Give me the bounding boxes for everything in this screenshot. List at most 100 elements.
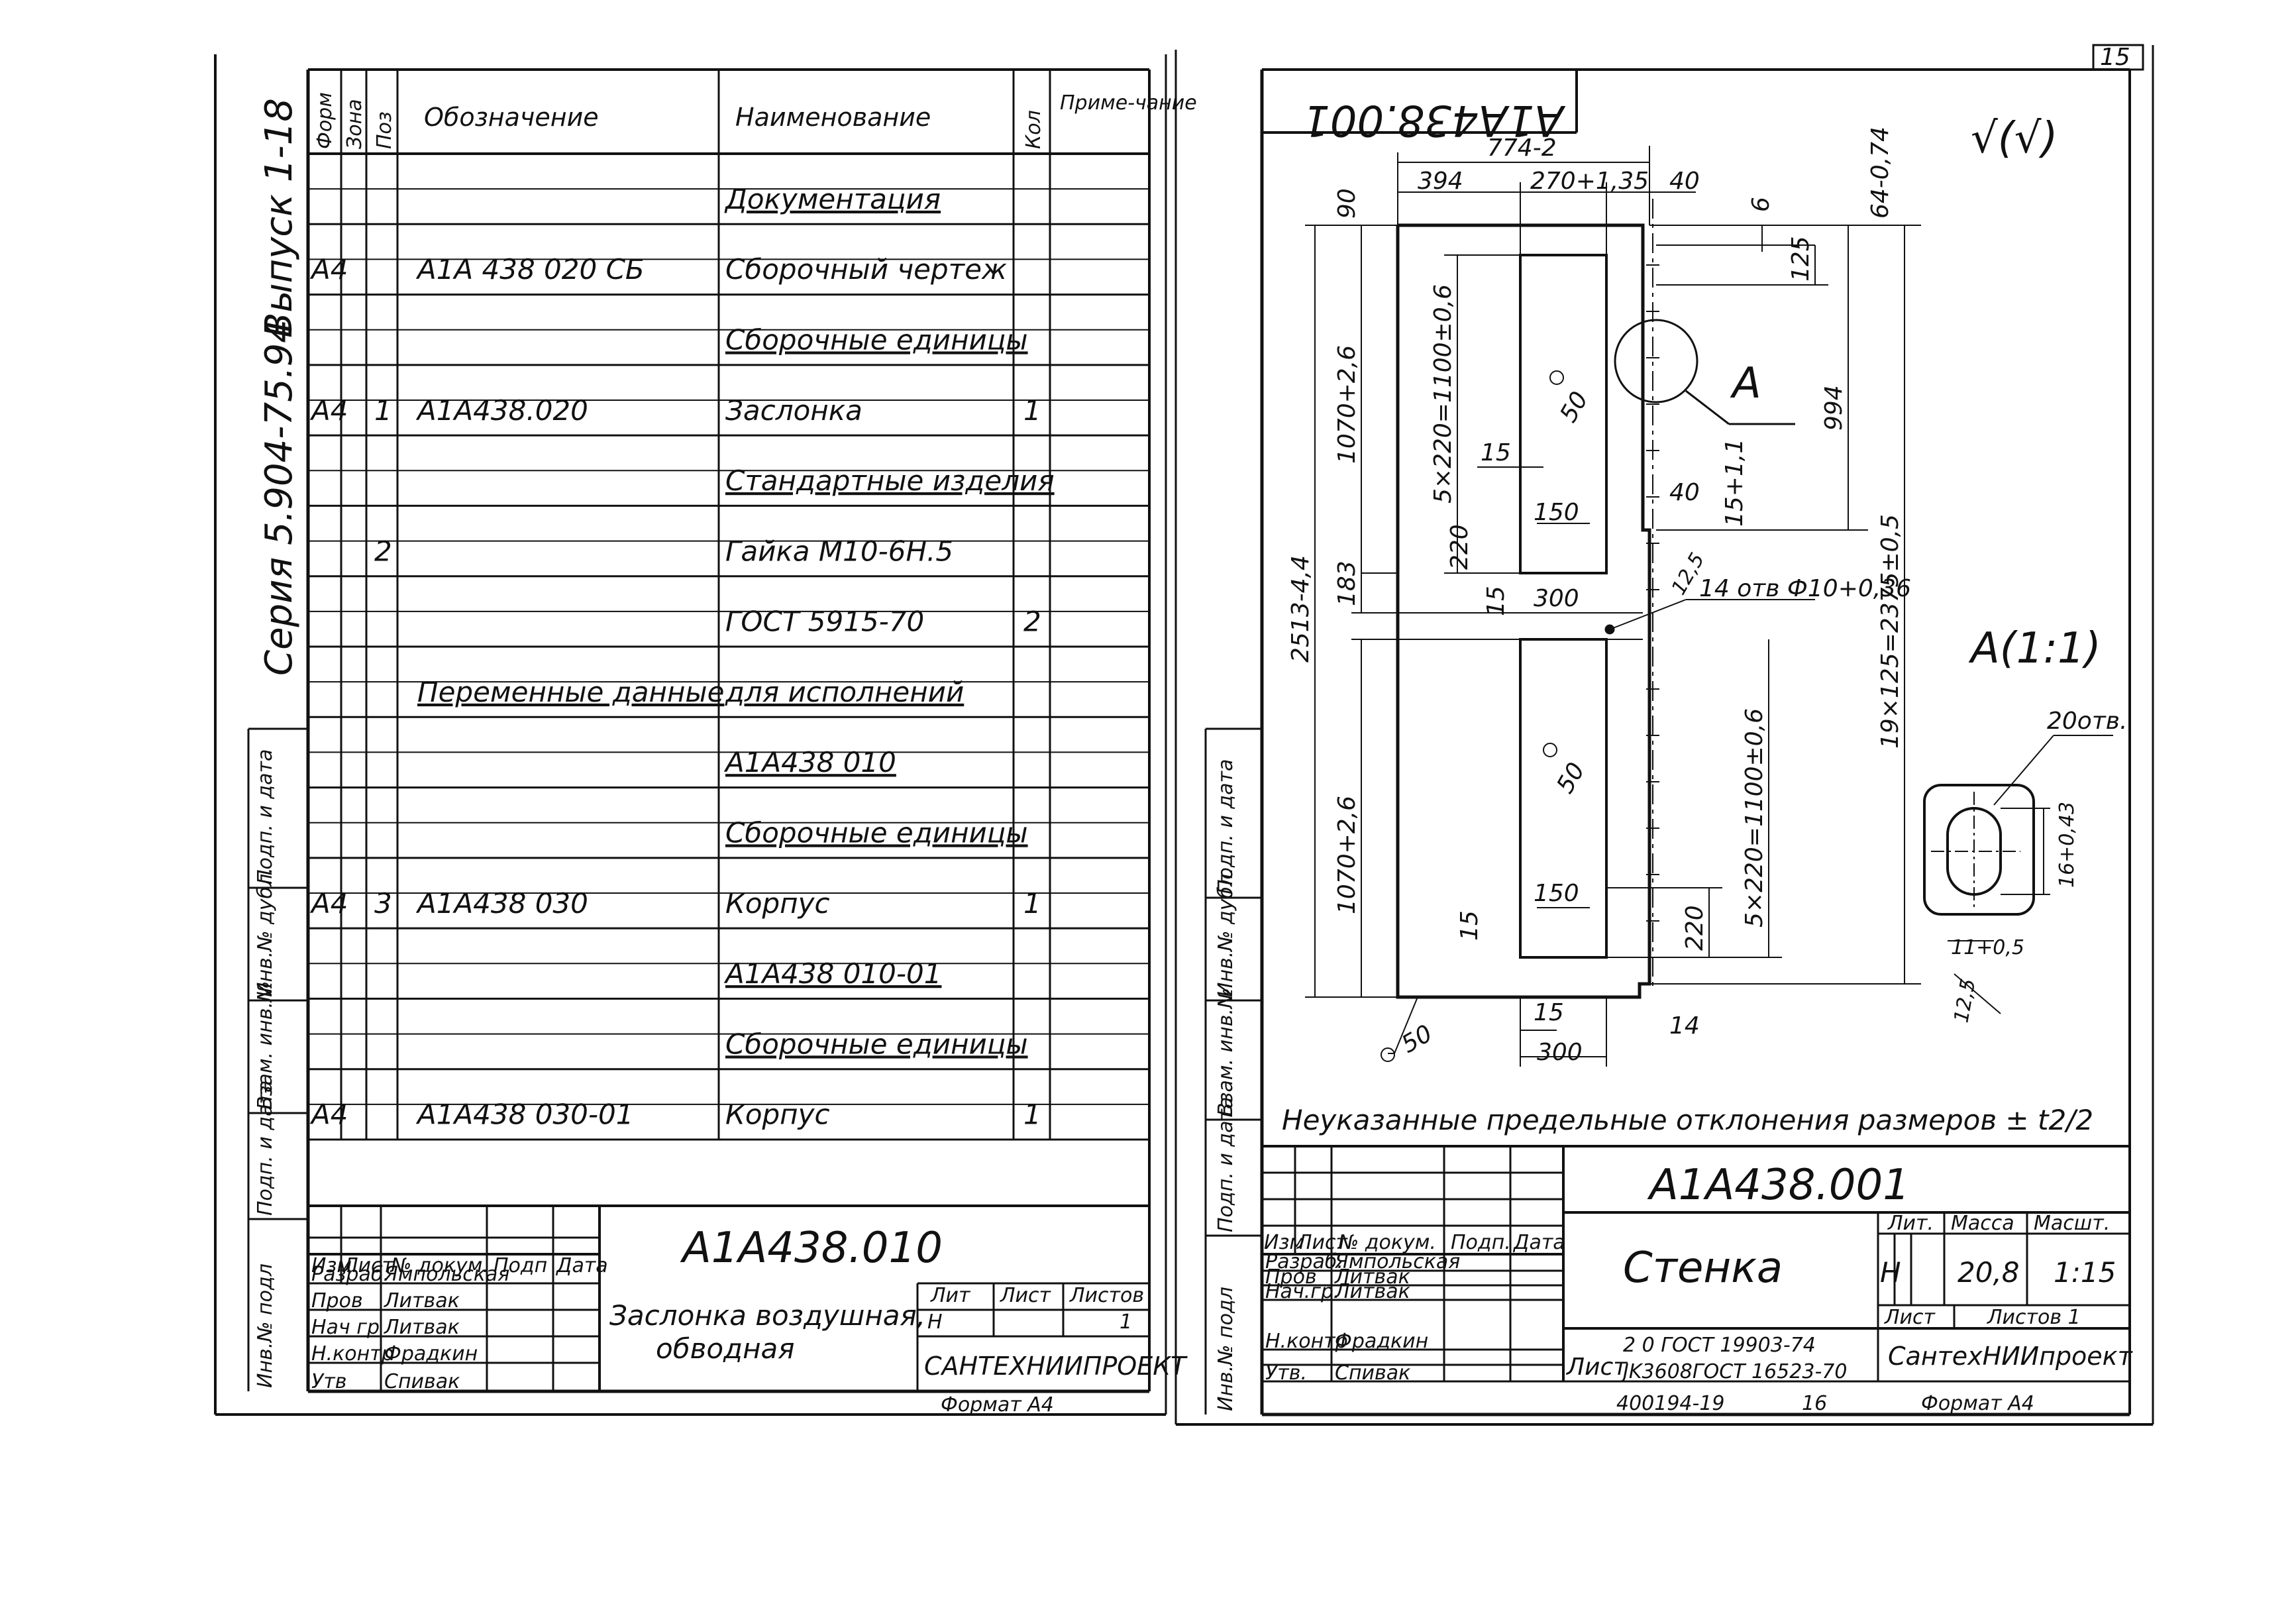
right-name: Спивак (1335, 1362, 1410, 1385)
left-texts: Выпуск 1-18 Серия 5.904-75.94 Форм Зона … (254, 91, 1197, 1416)
right-texts: 15 А1А438.001 √(√) А А(1:1) 20отв. 774-2… (1214, 44, 2134, 1415)
stamp-podp-data-2: Подп. и дата (254, 749, 277, 884)
left-format: Формат А4 (941, 1393, 1054, 1416)
left-org: САНТЕХНИИПРОЕКТ (924, 1352, 1188, 1381)
right-doc-number: А1А438.001 (1647, 1161, 1910, 1210)
left-lit-label: Лит (930, 1284, 971, 1307)
right-mass-value: 20,8 (1957, 1256, 2020, 1289)
r-stamp-vzam-inv: Взам. инв.№ (1214, 988, 1237, 1116)
left-title-line2: обводная (656, 1332, 795, 1365)
row-pos: 3 (374, 887, 392, 920)
dim-394: 394 (1418, 168, 1463, 195)
row-pos: 1 (374, 394, 392, 427)
row-name: Сборочные единицы (725, 816, 1028, 849)
left-name: Фрадкин (384, 1342, 478, 1365)
right-hdr-data: Дата (1512, 1231, 1565, 1254)
stamp-inv-podl: Инв.№ подл (254, 1263, 277, 1388)
left-hdr-data: Дата (555, 1254, 608, 1277)
dim-16: 16+0,43 (2056, 802, 2079, 888)
stamp-vzam-inv: Взам. инв.№ (254, 981, 277, 1110)
col-zone: Зона (343, 99, 366, 149)
row-name: Стандартные изделия (725, 464, 1055, 497)
right-role: Разраб. (1265, 1250, 1343, 1273)
dim-994: 994 (1820, 385, 1848, 431)
tolerance-note: Неуказанные предельные отклонения размер… (1282, 1104, 2093, 1136)
dim-90: 90 (1333, 188, 1361, 219)
r-stamp-inv-dubl: Инв.№ дубл. (1214, 867, 1237, 997)
row-name: Сборочные единицы (725, 323, 1028, 356)
right-lit-value: Н (1880, 1256, 1901, 1289)
row-qty: 2 (1023, 606, 1041, 638)
right-name: Литвак (1334, 1265, 1410, 1289)
left-name: Литвак (384, 1316, 460, 1339)
row-name: для исполнений (725, 676, 964, 708)
dim-14: 14 (1669, 1012, 1700, 1040)
r-stamp-podp-data-1: Подп. и дата (1214, 1097, 1237, 1232)
row-format: А4 (309, 887, 348, 920)
dim-2375: 19×125=2375±0,5 (1877, 514, 1904, 749)
right-scale-label: Масшт. (2034, 1212, 2110, 1235)
left-hdr-doc: № докум. (390, 1254, 489, 1277)
left-role: Н.контр (311, 1342, 394, 1365)
dim-270: 270+1,35 (1530, 168, 1649, 195)
right-org: СантехНИИпроект (1888, 1342, 2134, 1371)
left-role: Утв (311, 1370, 346, 1393)
left-hdr-izm: Изм (311, 1254, 352, 1277)
row-name: Документация (724, 183, 941, 215)
dim-40b: 40 (1669, 479, 1700, 506)
dim-15b: 15 (1483, 586, 1510, 616)
row-designation: А1А438.020 (415, 394, 588, 427)
r-stamp-podp-data-2: Подп. и дата (1214, 759, 1237, 894)
row-name: Корпус (725, 887, 830, 920)
right-hdr-izm: Изм (1264, 1231, 1304, 1254)
left-name: Ямпольская (384, 1263, 509, 1286)
view-a-label: А (1730, 359, 1761, 408)
right-name: Литвак (1334, 1280, 1410, 1303)
row-qty: 1 (1023, 394, 1041, 427)
side-label-issue: Выпуск 1-18 (258, 98, 301, 338)
row-format: А4 (309, 394, 348, 427)
row-designation: Переменные данные (417, 676, 724, 708)
right-material-line1: 2 0 ГОСТ 19903-74 (1623, 1334, 1816, 1357)
col-format: Форм (313, 92, 337, 149)
row-format: А4 (309, 1098, 348, 1131)
right-hdr-doc: № докум. (1337, 1231, 1436, 1254)
dim-50b: 50 (1551, 758, 1590, 798)
row-format: А4 (309, 253, 348, 286)
row-name: А1А438 010-01 (723, 957, 941, 990)
left-title-line1: Заслонка воздушная, (609, 1299, 925, 1332)
sheet-number: 15 (2100, 44, 2130, 71)
col-pos: Поз (373, 111, 396, 149)
right-title: Стенка (1623, 1244, 1783, 1293)
row-designation: А1А 438 020 СБ (415, 253, 645, 286)
right-lit-label: Лит. (1887, 1212, 1934, 1235)
left-hdr-podp: Подп (494, 1254, 547, 1277)
col-note: Приме-чание (1060, 91, 1197, 115)
row-name: ГОСТ 5915-70 (725, 606, 924, 638)
right-page-bottom: 16 (1802, 1392, 1827, 1415)
dim-15c: 15 (1456, 910, 1483, 941)
row-name: Гайка М10-6Н.5 (725, 535, 953, 567)
row-pos: 2 (374, 535, 392, 567)
right-name: Фрадкин (1335, 1330, 1428, 1353)
right-sheets-label: Листов 1 (1987, 1306, 2081, 1329)
row-name: Корпус (725, 1098, 830, 1131)
row-qty: 1 (1023, 887, 1041, 920)
row-qty: 1 (1023, 1098, 1041, 1131)
mirror-code: А1А438.001 (1303, 95, 1566, 144)
right-material-prefix: Лист (1565, 1354, 1628, 1381)
dim-64: 64-0,74 (1867, 127, 1894, 219)
dim-5x220-upper: 5×220=1100±0,6 (1430, 284, 1457, 504)
right-format: Формат А4 (1921, 1392, 2034, 1415)
dim-774: 774-2 (1487, 134, 1557, 162)
dim-15p: 15+1,1 (1721, 439, 1748, 527)
stamp-inv-dubl: Инв.№ дубл. (254, 867, 277, 997)
left-name: Литвак (384, 1289, 460, 1312)
right-role: Н.контр (1265, 1330, 1348, 1353)
roughness-mark: √(√) (1971, 114, 2058, 163)
right-material-line2: JK3608ГОСТ 16523-70 (1620, 1360, 1847, 1383)
dim-1070-upper: 1070+2,6 (1333, 345, 1361, 464)
left-sheet-label: Лист (1000, 1284, 1052, 1307)
left-role: Разраб. (311, 1263, 390, 1286)
